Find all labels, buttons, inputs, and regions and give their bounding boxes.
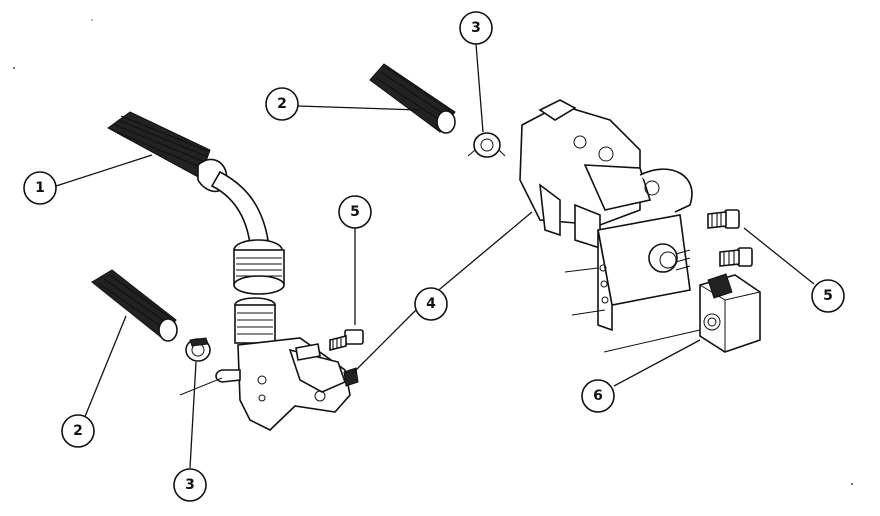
leader-4-a [421, 211, 533, 305]
svg-text:4: 4 [426, 296, 436, 312]
part-2-tube-top [369, 63, 456, 134]
svg-text:2: 2 [73, 423, 83, 439]
leader-2-top [297, 105, 421, 111]
part-6-block-fitting [603, 273, 761, 353]
leader-2-left [83, 315, 127, 420]
callout-3-left: 3 [173, 468, 207, 502]
svg-text:3: 3 [471, 20, 481, 36]
leader-3-left [189, 361, 197, 469]
callout-3-top: 3 [459, 11, 493, 45]
leader-4-b [351, 303, 423, 375]
part-5-screws-right [707, 209, 753, 267]
part-3-ferrule-left [185, 337, 211, 362]
callout-2-left: 2 [61, 414, 95, 448]
leader-lines [55, 43, 815, 469]
callout-5-right: 5 [811, 279, 845, 313]
leader-6 [613, 339, 701, 387]
part-2-tube-left [91, 269, 178, 342]
left-gas-valve-body [179, 297, 359, 431]
scan-specks [13, 19, 853, 485]
svg-text:3: 3 [185, 477, 195, 493]
part-1-gas-hose [107, 111, 285, 295]
callout-1: 1 [23, 171, 57, 205]
callout-4: 4 [414, 287, 448, 321]
svg-text:2: 2 [277, 96, 287, 112]
svg-text:5: 5 [350, 204, 360, 220]
svg-text:1: 1 [35, 180, 45, 196]
leader-1 [55, 154, 153, 187]
part-3-ferrule-top [467, 132, 506, 158]
svg-text:5: 5 [823, 288, 833, 304]
leader-3-top [475, 43, 484, 133]
part-4-gas-valve-assembly [519, 99, 693, 332]
leader-5-right [743, 227, 815, 285]
svg-text:6: 6 [593, 388, 603, 404]
callout-2-top: 2 [265, 87, 299, 121]
callout-5-left: 5 [338, 195, 372, 229]
callout-6: 6 [581, 379, 615, 413]
part-5-screw-left [329, 329, 364, 352]
